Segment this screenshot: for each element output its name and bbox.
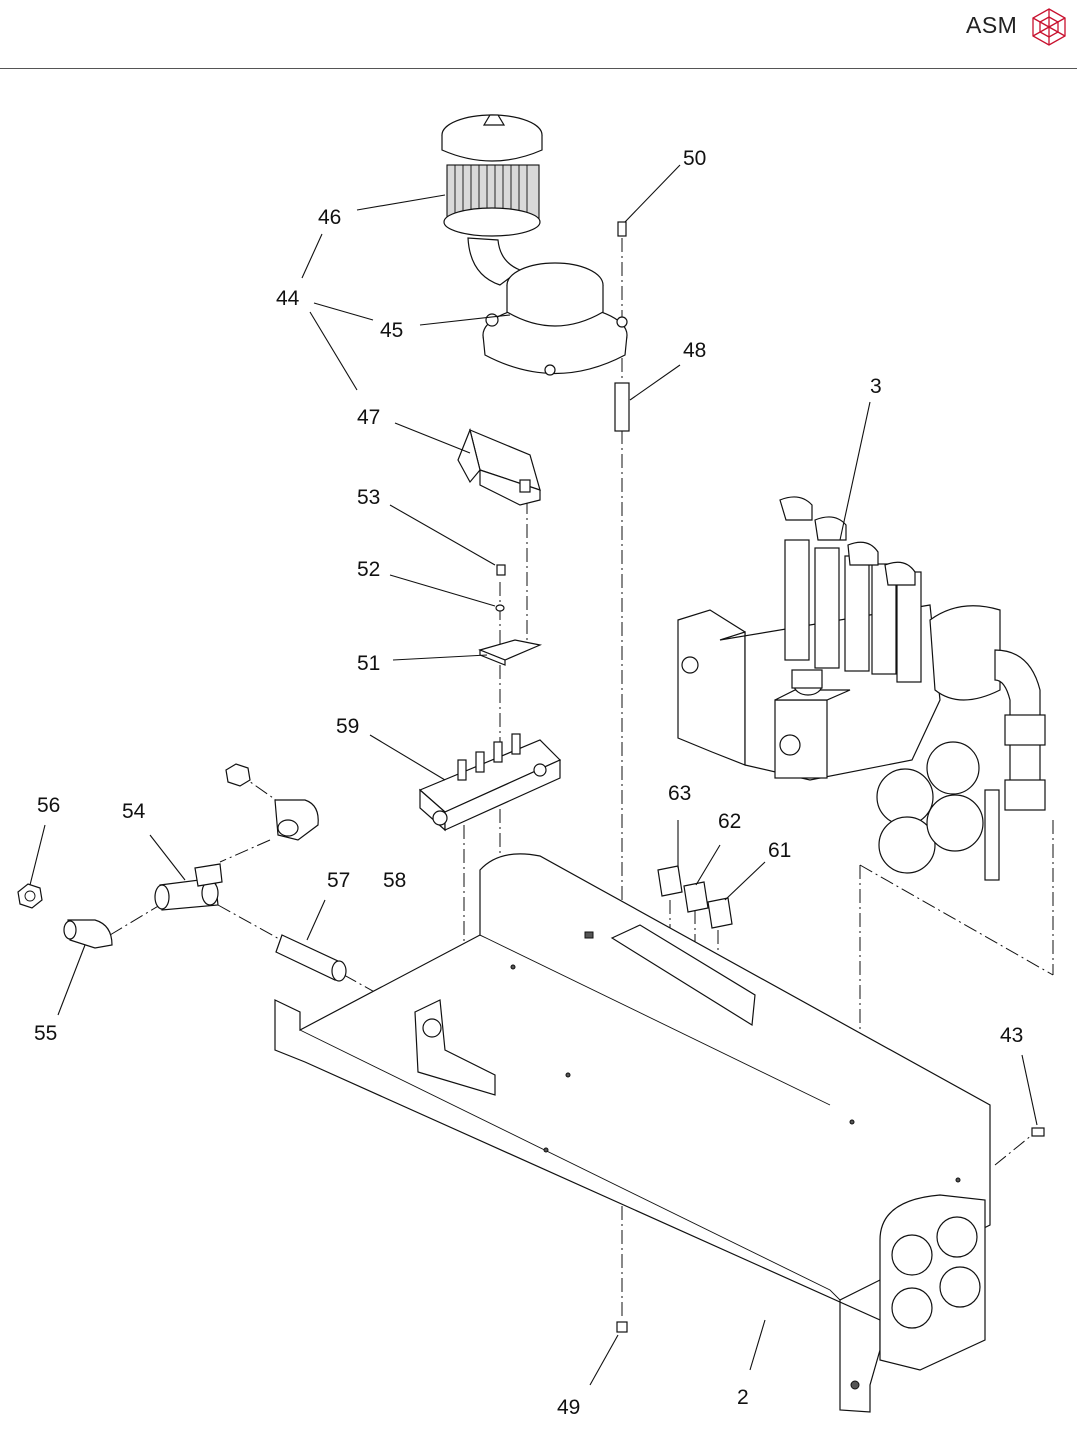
- tee-54: [155, 864, 222, 910]
- callout-45: 45: [380, 319, 403, 342]
- callout-3: 3: [870, 375, 882, 398]
- callout-58: 58: [383, 869, 406, 892]
- screw-43: [1032, 1128, 1044, 1136]
- nut-56: [18, 884, 42, 908]
- callout-54: 54: [122, 800, 146, 823]
- callout-46: 46: [318, 206, 341, 229]
- callout-57: 57: [327, 869, 350, 892]
- callout-62: 62: [718, 810, 741, 833]
- air-filter-46: [442, 115, 542, 285]
- standoff-48: [615, 383, 629, 431]
- callout-43: 43: [1000, 1024, 1023, 1047]
- connector-61: [708, 898, 732, 928]
- callout-55: 55: [34, 1022, 57, 1045]
- callout-50: 50: [683, 147, 706, 170]
- elbow-fitting: [226, 764, 318, 840]
- callout-51: 51: [357, 652, 380, 675]
- screw-49: [617, 1322, 627, 1332]
- callout-56: 56: [37, 794, 60, 817]
- screw-50: [618, 222, 626, 236]
- elbow-55: [64, 920, 112, 948]
- connector-62: [684, 882, 708, 912]
- bracket-51: [480, 640, 540, 665]
- screw-53: [497, 565, 505, 575]
- callout-53: 53: [357, 486, 380, 509]
- callout-61: 61: [768, 839, 791, 862]
- base-tray-2: [275, 854, 990, 1412]
- manifold-59: [420, 734, 560, 830]
- callout-49: 49: [557, 1396, 580, 1419]
- connector-63: [658, 866, 682, 896]
- module-47: [458, 430, 540, 505]
- callout-44: 44: [276, 287, 300, 310]
- callout-59: 59: [336, 715, 359, 738]
- callout-63: 63: [668, 782, 691, 805]
- callout-48: 48: [683, 339, 706, 362]
- callout-47: 47: [357, 406, 380, 429]
- tube-57: [276, 935, 346, 981]
- callout-2: 2: [737, 1386, 749, 1409]
- washer-52: [496, 605, 504, 611]
- callout-52: 52: [357, 558, 380, 581]
